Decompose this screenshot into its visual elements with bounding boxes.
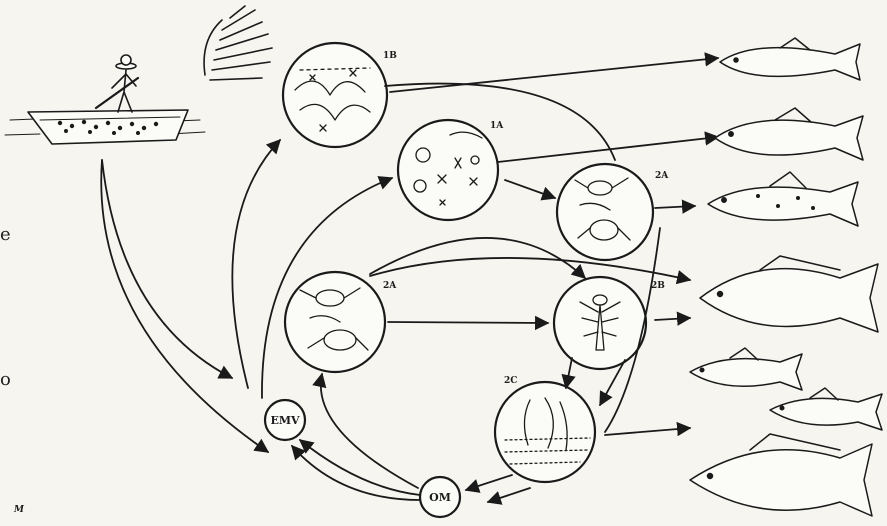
zooplankton-node: 2A bbox=[557, 164, 669, 260]
om-node: OM bbox=[420, 477, 460, 517]
insect-larvae-tag: 2B bbox=[651, 281, 665, 291]
microbes-node: 1A bbox=[398, 120, 504, 220]
microbes-tag: 1A bbox=[490, 121, 504, 131]
boat-icon bbox=[5, 55, 205, 144]
phytoplankton-tag: 1B bbox=[383, 51, 397, 61]
insect-larvae-node: 2B bbox=[554, 277, 665, 369]
cropped-letter-e: e bbox=[0, 224, 11, 245]
sun-icon bbox=[204, 6, 272, 80]
crustaceans-node: 2A bbox=[285, 272, 397, 372]
flow-arrows bbox=[101, 58, 718, 502]
om-label: OM bbox=[429, 491, 451, 504]
cropped-letter-o: o bbox=[0, 369, 11, 390]
corner-mark: M bbox=[13, 505, 25, 515]
crustaceans-tag: 2A bbox=[383, 281, 397, 291]
emv-node: EMV bbox=[265, 400, 305, 440]
emv-label: EMV bbox=[270, 414, 300, 427]
phytoplankton-node: 1B bbox=[283, 43, 397, 147]
zooplankton-tag: 2A bbox=[655, 171, 669, 181]
fish-icon bbox=[690, 38, 882, 516]
benthos-node: 2C bbox=[495, 376, 595, 482]
benthos-tag: 2C bbox=[504, 376, 517, 386]
